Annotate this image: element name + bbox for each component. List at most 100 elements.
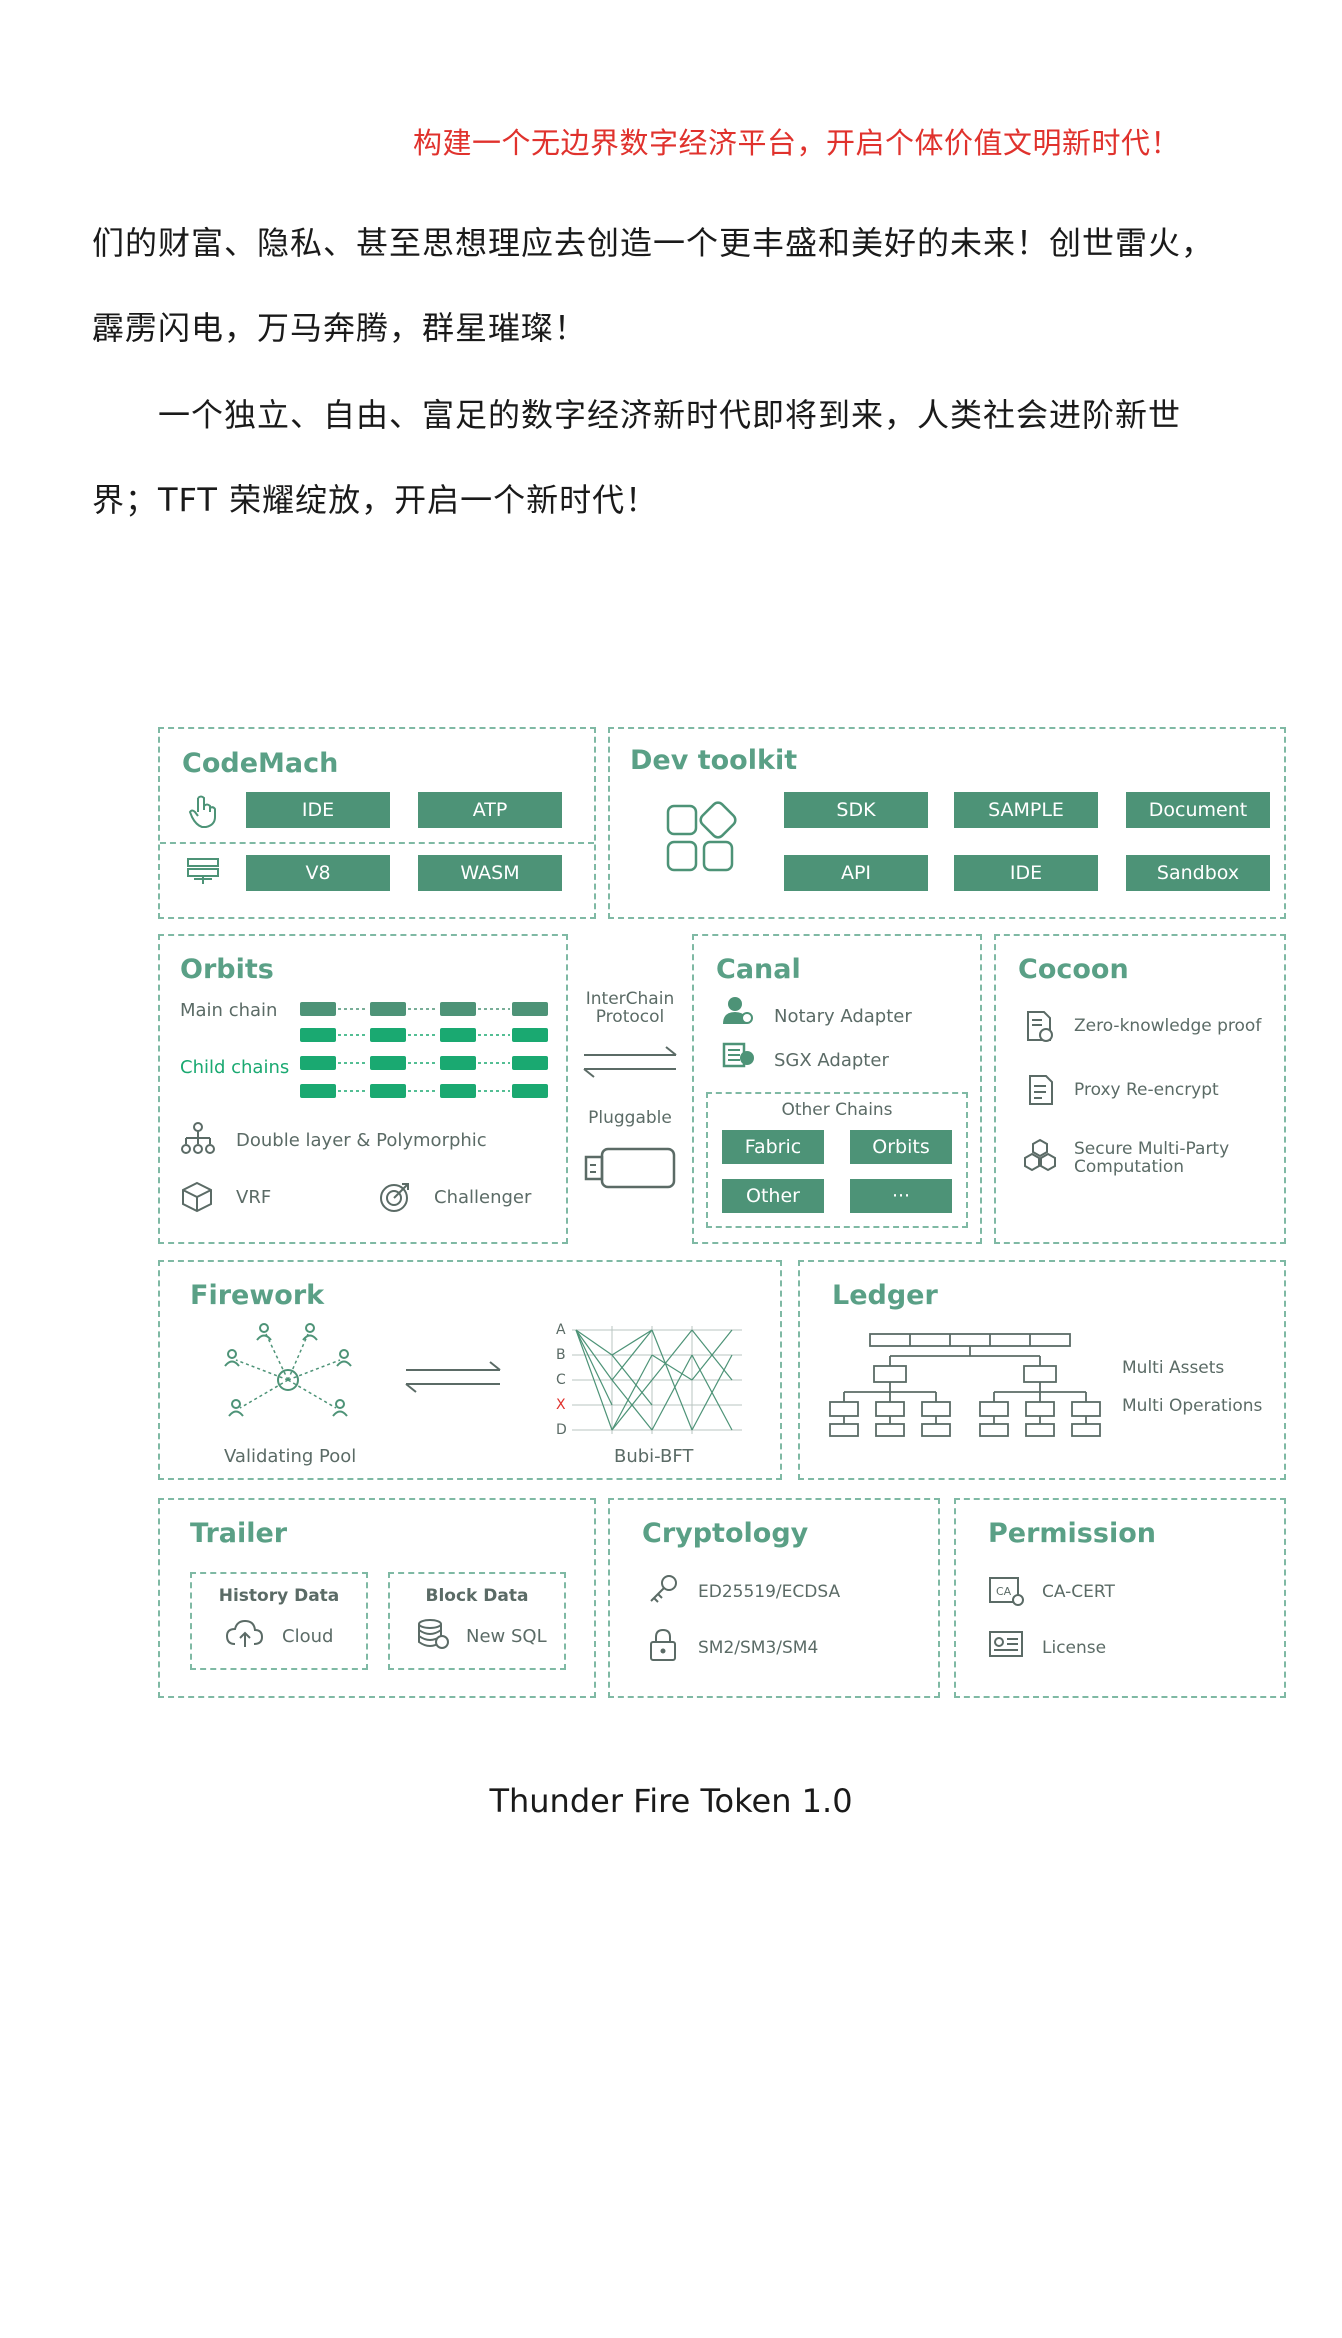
body-line-4: 界；TFT 荣耀绽放，开启一个新时代！ [92, 481, 659, 519]
ed25519-label: ED25519/ECDSA [698, 1582, 841, 1602]
ca-certificate-icon: CA [989, 1577, 1024, 1606]
codemach-ide-button: IDE [246, 792, 390, 828]
codemach-panel [158, 727, 596, 919]
hexagons-icon [1024, 1138, 1056, 1172]
cryptology-title: Cryptology [642, 1518, 809, 1549]
cryptology-panel [608, 1498, 940, 1698]
devtoolkit-sdk-button: SDK [784, 792, 928, 828]
double-layer-label: Double layer & Polymorphic [236, 1130, 487, 1151]
zkp-label: Zero-knowledge proof [1074, 1016, 1262, 1036]
lock-icon [650, 1628, 676, 1661]
firework-title: Firework [190, 1280, 325, 1311]
chain-orbits-button: Orbits [850, 1130, 952, 1164]
hierarchy-icon [181, 1122, 215, 1154]
permission-title: Permission [988, 1518, 1156, 1549]
child-chains-label: Child chains [180, 1057, 290, 1078]
server-icon [187, 858, 219, 884]
pluggable-label: Pluggable [588, 1108, 672, 1128]
permission-panel [954, 1498, 1286, 1698]
devtoolkit-sandbox-button: Sandbox [1126, 855, 1270, 891]
figure-caption: Thunder Fire Token 1.0 [489, 1782, 853, 1820]
modules-icon [666, 801, 737, 872]
document-proof-icon [1027, 1011, 1053, 1042]
bft-row-a: A [556, 1322, 566, 1338]
block-data-label: Block Data [425, 1586, 529, 1606]
cocoon-panel [994, 934, 1286, 1244]
cube-icon [182, 1181, 212, 1213]
block-data-box [388, 1572, 566, 1670]
body-line-1: 们的财富、隐私、甚至思想理应去创造一个更丰盛和美好的未来！创世雷火， [92, 224, 1215, 262]
svg-text:CA: CA [996, 1585, 1012, 1598]
ledger-tree-graphic [829, 1333, 1101, 1437]
multi-assets-label: Multi Assets [1122, 1358, 1225, 1378]
bft-row-c: C [556, 1372, 566, 1388]
devtoolkit-api-button: API [784, 855, 928, 891]
keys-icon [650, 1575, 677, 1603]
firework-arrows-icon [405, 1361, 501, 1393]
cocoon-title: Cocoon [1018, 954, 1129, 985]
license-icon [989, 1631, 1023, 1657]
codemach-v8-button: V8 [246, 855, 390, 891]
cloud-label: Cloud [282, 1626, 334, 1647]
sm-label: SM2/SM3/SM4 [698, 1638, 819, 1658]
target-icon [380, 1183, 409, 1212]
orbits-title: Orbits [180, 954, 274, 985]
devtoolkit-title: Dev toolkit [630, 745, 798, 776]
bft-row-b: B [556, 1347, 566, 1363]
codemach-title: CodeMach [182, 748, 339, 779]
trailer-panel [158, 1498, 596, 1698]
sgx-chip-icon [722, 1042, 754, 1068]
smpc-label-2: Computation [1074, 1157, 1185, 1177]
body-line-2: 霹雳闪电，万马奔腾，群星璀璨！ [92, 309, 588, 347]
body-line-3: 一个独立、自由、富足的数字经济新时代即将到来，人类社会进阶新世 [158, 396, 1182, 434]
re-encrypt-icon [1029, 1075, 1053, 1105]
devtoolkit-sample-button: SAMPLE [954, 792, 1098, 828]
other-chains-label: Other Chains [781, 1100, 893, 1120]
firework-panel [158, 1260, 782, 1480]
hand-pointer-icon [188, 795, 216, 828]
cloud-upload-icon [225, 1619, 264, 1647]
codemach-atp-button: ATP [418, 792, 562, 828]
header-slogan: 构建一个无边界数字经济平台，开启个体价值文明新时代！ [412, 126, 1180, 160]
ledger-panel [798, 1260, 1286, 1480]
license-label: License [1042, 1638, 1107, 1658]
ca-cert-label: CA-CERT [1042, 1582, 1115, 1602]
devtoolkit-document-button: Document [1126, 792, 1270, 828]
smpc-label-1: Secure Multi-Party [1074, 1139, 1230, 1159]
validating-pool-label: Validating Pool [224, 1446, 357, 1467]
codemach-divider [160, 842, 594, 844]
multi-operations-label: Multi Operations [1122, 1396, 1263, 1416]
history-data-label: History Data [218, 1586, 340, 1606]
interchain-protocol-label: InterChain Protocol [585, 989, 675, 1027]
history-data-box [190, 1572, 368, 1670]
vrf-label: VRF [236, 1187, 272, 1208]
sgx-adapter-label: SGX Adapter [774, 1050, 889, 1071]
bidirectional-arrow-icon [583, 1046, 677, 1078]
canal-title: Canal [716, 954, 801, 985]
notary-adapter-label: Notary Adapter [774, 1006, 912, 1027]
devtoolkit-panel [608, 727, 1286, 919]
bft-message-graph [572, 1326, 742, 1434]
orbits-panel [158, 934, 568, 1244]
chain-more-button: ··· [850, 1179, 952, 1213]
database-icon [418, 1619, 449, 1649]
bubi-bft-label: Bubi-BFT [614, 1446, 694, 1467]
trailer-title: Trailer [190, 1518, 288, 1549]
devtoolkit-ide-button: IDE [954, 855, 1098, 891]
chain-fabric-button: Fabric [722, 1130, 824, 1164]
proxy-reencrypt-label: Proxy Re-encrypt [1074, 1080, 1219, 1100]
ledger-title: Ledger [832, 1280, 938, 1311]
validating-pool-graphic [224, 1323, 352, 1417]
canal-panel [692, 934, 982, 1244]
other-chains-box [706, 1092, 968, 1228]
bft-row-labels: A B C X D [556, 1318, 567, 1443]
chain-blocks-graphic [300, 1002, 548, 1098]
codemach-wasm-button: WASM [418, 855, 562, 891]
new-sql-label: New SQL [466, 1626, 547, 1647]
bft-row-d: D [556, 1422, 567, 1438]
chain-other-button: Other [722, 1179, 824, 1213]
notary-user-icon [723, 997, 753, 1024]
main-chain-label: Main chain [180, 1000, 278, 1021]
bft-row-x: X [556, 1397, 566, 1413]
